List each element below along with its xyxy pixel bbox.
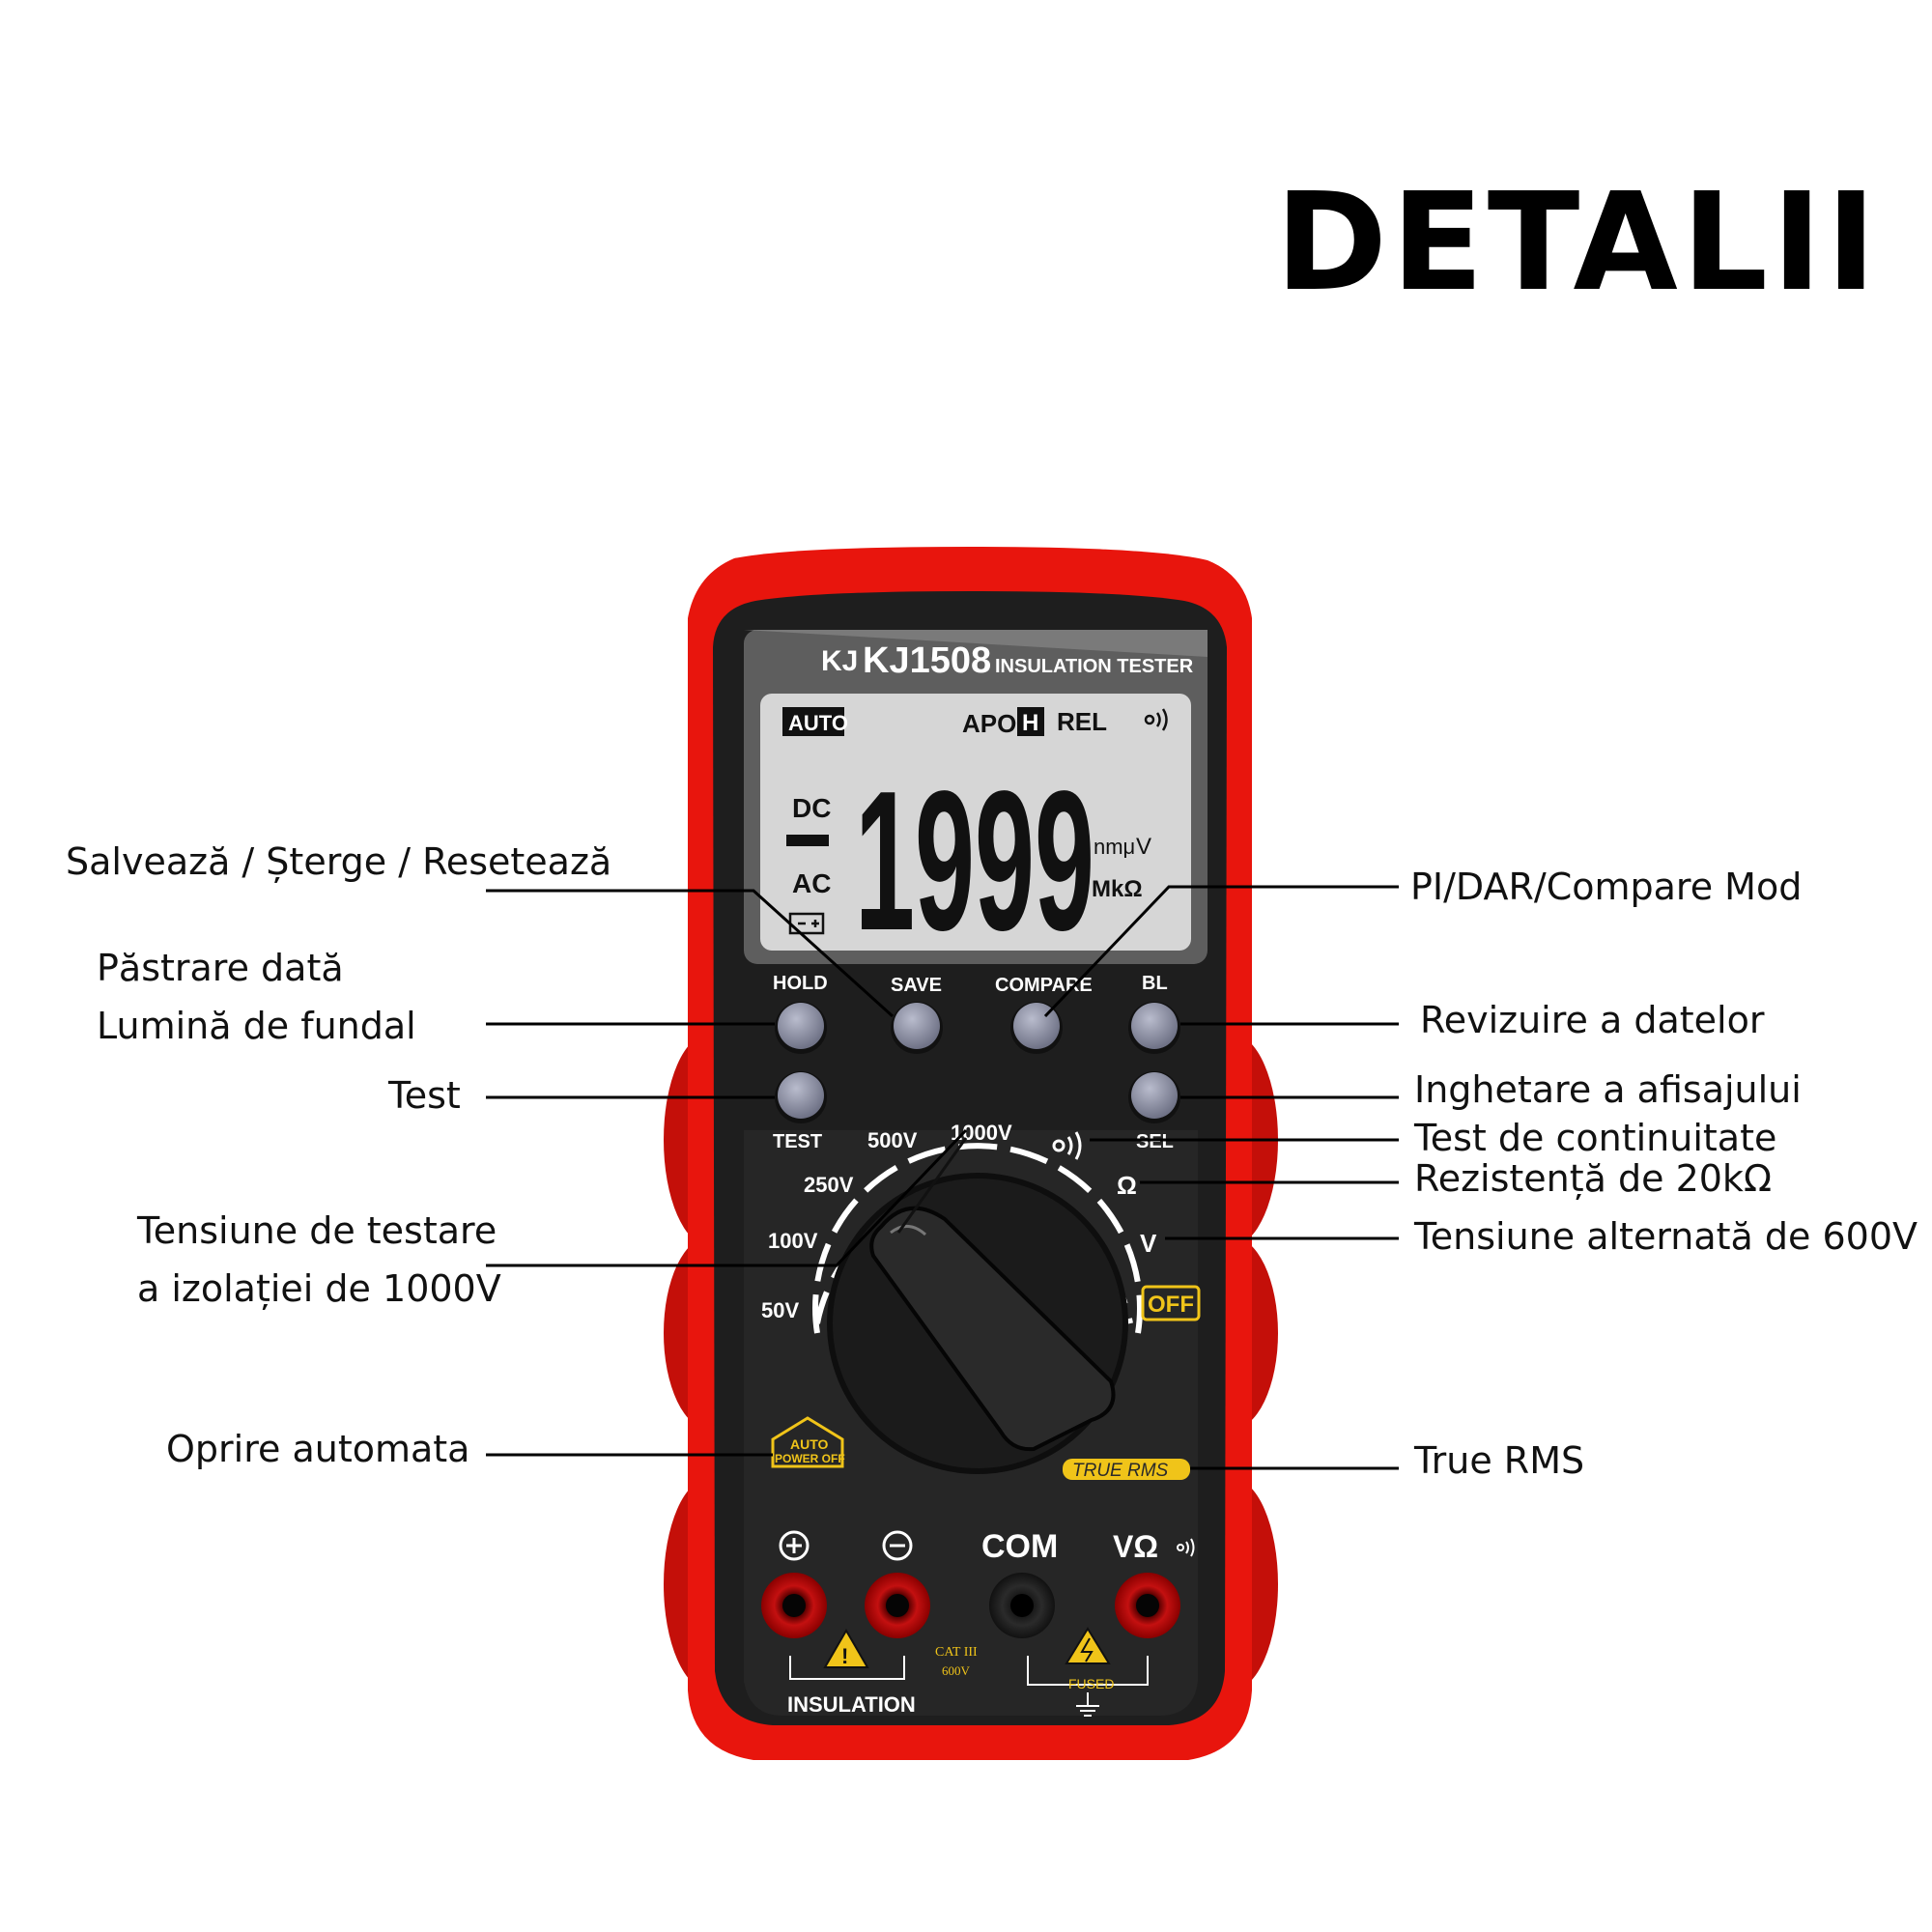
label-insulation-voltage-1: Tensiune de testare [137,1209,497,1252]
button-label-test: TEST [773,1131,822,1152]
lcd-hold-flag: H [1022,710,1038,736]
dial-label-volt: V [1140,1229,1157,1258]
hold-button[interactable] [775,1002,827,1054]
fused-label: FUSED [1068,1676,1114,1691]
jack-label-com: COM [981,1528,1058,1565]
vohm-continuity-icon [1177,1538,1195,1557]
lcd-bezel: KJ KJ1508 INSULATION TESTER [744,630,1208,964]
lcd-apo: APO [962,709,1016,738]
model-subtitle: INSULATION TESTER [995,656,1194,677]
vohm-jack[interactable] [1115,1573,1180,1638]
insulation-bracket [789,1656,905,1680]
warning-icon-right [1065,1627,1111,1664]
lcd-continuity-icon [1144,708,1168,731]
dial-label-ohm: Ω [1117,1171,1137,1200]
button-label-hold: HOLD [773,973,828,994]
lcd-screen [760,694,1191,951]
dial-label-1000v: 1000V [951,1121,1012,1145]
label-data-hold: Păstrare dată [97,947,344,989]
sel-button[interactable] [1128,1071,1180,1123]
label-test: Test [388,1074,461,1117]
badge-auto-text: AUTO [790,1436,829,1452]
label-data-review: Revizuire a datelor [1420,999,1765,1041]
button-label-save: SAVE [891,975,942,996]
insulation-minus-jack[interactable] [865,1573,930,1638]
rotary-knob[interactable] [827,1137,1128,1474]
button-label-compare: COMPARE [995,975,1093,996]
dial-label-500v: 500V [867,1128,918,1152]
lcd-auto: AUTO [788,711,848,735]
label-true-rms: True RMS [1414,1439,1585,1482]
lcd-unit-ohm: MkΩ [1092,876,1143,902]
dial-arc [812,1143,1143,1334]
compare-button[interactable] [1010,1002,1063,1054]
save-button[interactable] [891,1002,943,1054]
dial-off-frame [1141,1285,1201,1321]
lcd-rel: REL [1057,707,1107,736]
insulation-plus-jack[interactable] [761,1573,827,1638]
label-pi-dar-compare: PI/DAR/Compare Mod [1410,866,1803,908]
true-rms-text: TRUE RMS [1072,1461,1169,1481]
jack-label-vohm: VΩ [1113,1529,1158,1564]
backlight-button[interactable] [1128,1002,1180,1054]
label-display-freeze: Inghetare a afisajului [1414,1068,1802,1111]
button-label-sel: SEL [1136,1131,1174,1152]
com-jack[interactable] [989,1573,1055,1638]
dial-label-off: OFF [1148,1292,1194,1318]
label-ac-voltage: Tensiune alternată de 600V [1414,1215,1918,1258]
auto-power-off-badge: AUTO POWER OFF [771,1416,845,1468]
lcd-unit-prefix: nmμ [1094,835,1135,859]
lcd-content: AUTO APO H REL DC AC 1999 nmμ V MkΩ [782,707,1168,972]
test-button[interactable] [775,1071,827,1123]
button-label-bl: BL [1142,973,1168,994]
plus-icon [779,1530,810,1561]
dial-continuity-icon [1052,1131,1082,1160]
label-insulation-voltage-2: a izolației de 1000V [137,1267,501,1310]
fused-bracket [1027,1656,1149,1686]
brand-logo: KJ [821,645,858,677]
badge-power-off-text: POWER OFF [775,1452,845,1465]
svg-text:!: ! [841,1644,848,1668]
model-name: KJ1508 [863,640,991,681]
label-auto-off: Oprire automata [166,1428,470,1470]
true-rms-badge: TRUE RMS [1063,1459,1190,1481]
lcd-unit-v: V [1136,834,1151,860]
minus-icon [882,1530,913,1561]
dial-label-100v: 100V [768,1229,818,1253]
dial-label-250v: 250V [804,1173,854,1197]
lcd-reading: 1999 [855,750,1094,972]
page-title: DETALII [1275,164,1881,322]
insulation-label: INSULATION [787,1692,916,1717]
dial-label-50v: 50V [761,1298,799,1322]
cat-rating: CAT III [935,1645,978,1660]
callout-lines [486,885,1399,1470]
label-backlight: Lumină de fundal [97,1005,416,1047]
label-resistance: Rezistență de 20kΩ [1414,1157,1772,1200]
warning-icon-left: ! [823,1629,869,1668]
lcd-dc: DC [792,793,831,823]
cat-voltage: 600V [942,1663,971,1678]
label-save-clear-reset: Salvează / Șterge / Resetează [66,840,612,883]
label-continuity: Test de continuitate [1414,1117,1777,1159]
lcd-dc-bar [786,835,829,846]
lcd-ac: AC [792,868,831,898]
ground-icon [1076,1692,1099,1717]
